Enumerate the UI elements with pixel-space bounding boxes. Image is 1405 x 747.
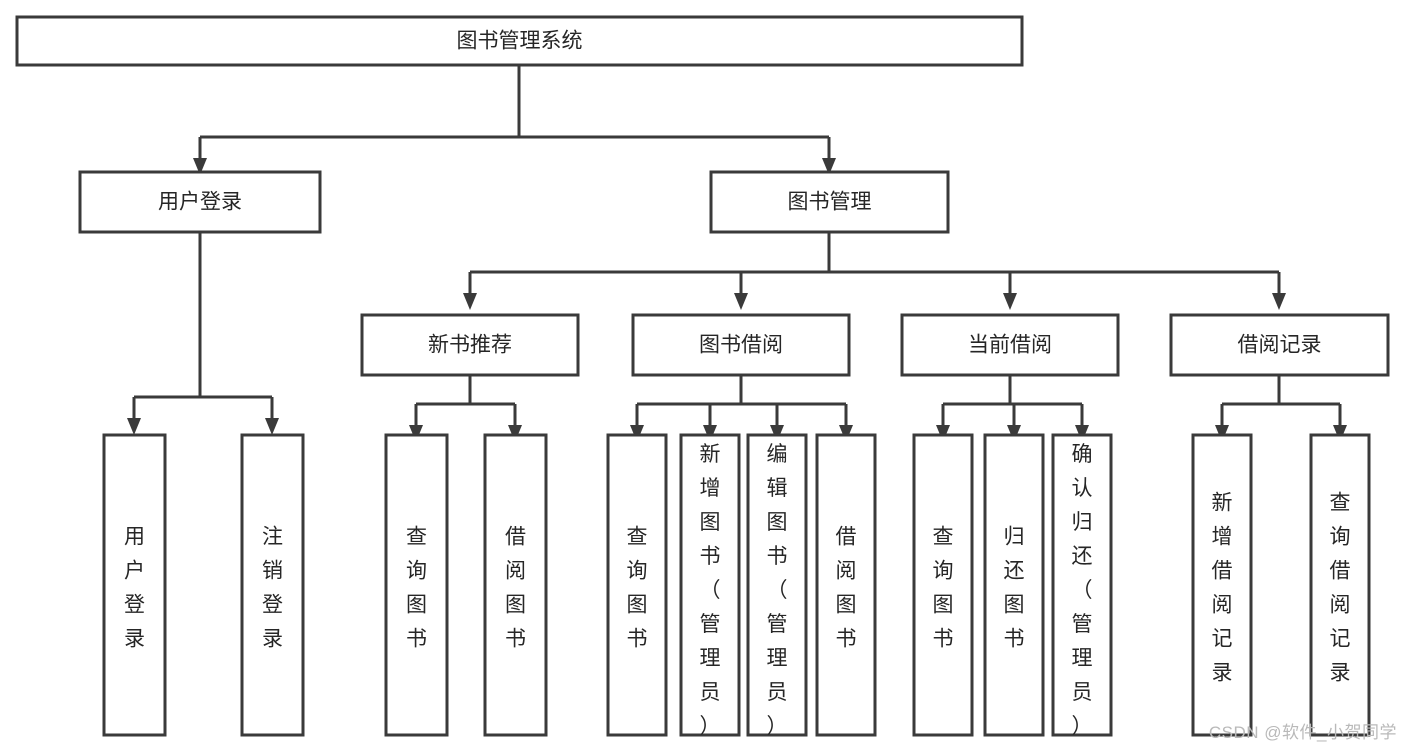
node-label-leaf-edit-book-admin: 编辑图书（管理员）: [767, 443, 788, 738]
connector-user-login: [127, 232, 279, 435]
node-box-leaf-add-borrow-record[interactable]: [1191, 433, 1253, 737]
node-label-user-login: 用户登录: [158, 191, 242, 214]
node-box-user-login[interactable]: [78, 170, 322, 234]
node-label-root: 图书管理系统: [457, 30, 583, 53]
node-box-leaf-query-book-3[interactable]: [912, 433, 974, 737]
node-new-book-recommend[interactable]: 新书推荐: [360, 313, 580, 377]
node-label-book-management: 图书管理: [788, 191, 872, 214]
node-box-new-book-recommend[interactable]: [360, 313, 580, 377]
node-label-leaf-add-borrow-record: 新增借阅记录: [1212, 492, 1233, 685]
node-leaf-edit-book-admin[interactable]: 编辑图书（管理员）: [746, 433, 808, 738]
node-leaf-user-login[interactable]: 用户登录: [102, 433, 167, 737]
connector-book-management: [463, 232, 1286, 310]
node-label-leaf-borrow-book-1: 借阅图书: [505, 526, 526, 651]
node-box-borrow-record[interactable]: [1169, 313, 1390, 377]
node-box-current-borrow[interactable]: [900, 313, 1120, 377]
node-leaf-borrow-book-2[interactable]: 借阅图书: [815, 433, 877, 737]
node-label-leaf-query-book-1: 查询图书: [406, 526, 427, 651]
node-label-leaf-query-borrow-record: 查询借阅记录: [1330, 492, 1351, 685]
node-root[interactable]: 图书管理系统: [15, 15, 1024, 67]
node-label-leaf-user-login: 用户登录: [124, 526, 145, 651]
node-label-leaf-return-book: 归还图书: [1004, 526, 1025, 651]
connector-borrow-record: [1215, 375, 1347, 442]
node-label-leaf-query-book-3: 查询图书: [933, 526, 954, 651]
node-label-book-borrow: 图书借阅: [699, 334, 783, 357]
node-leaf-logout-login[interactable]: 注销登录: [240, 433, 305, 737]
connector-new-book-recommend: [409, 375, 522, 442]
node-leaf-confirm-return-admin[interactable]: 确认归还（管理员）: [1051, 433, 1113, 738]
node-leaf-borrow-book-1[interactable]: 借阅图书: [483, 433, 548, 737]
node-box-leaf-edit-book-admin[interactable]: [746, 433, 808, 737]
node-leaf-query-book-3[interactable]: 查询图书: [912, 433, 974, 737]
node-leaf-query-borrow-record[interactable]: 查询借阅记录: [1309, 433, 1371, 737]
node-label-leaf-logout-login: 注销登录: [262, 526, 283, 651]
node-leaf-return-book[interactable]: 归还图书: [983, 433, 1045, 737]
node-label-leaf-query-book-2: 查询图书: [627, 526, 648, 651]
node-box-leaf-user-login[interactable]: [102, 433, 167, 737]
node-book-borrow[interactable]: 图书借阅: [631, 313, 851, 377]
node-box-root[interactable]: [15, 15, 1024, 67]
connector-current-borrow: [936, 375, 1089, 442]
node-box-leaf-query-borrow-record[interactable]: [1309, 433, 1371, 737]
nodes-layer: 图书管理系统用户登录图书管理新书推荐图书借阅当前借阅借阅记录用户登录注销登录查询…: [15, 15, 1390, 738]
node-label-leaf-confirm-return-admin: 确认归还（管理员）: [1072, 443, 1093, 738]
connectors-layer: [127, 65, 1347, 442]
node-current-borrow[interactable]: 当前借阅: [900, 313, 1120, 377]
node-box-leaf-query-book-1[interactable]: [384, 433, 449, 737]
connector-book-borrow: [630, 375, 853, 442]
node-box-book-management[interactable]: [709, 170, 950, 234]
connector-root: [193, 65, 836, 175]
node-box-leaf-query-book-2[interactable]: [606, 433, 668, 737]
node-label-current-borrow: 当前借阅: [968, 334, 1052, 357]
node-box-leaf-borrow-book-2[interactable]: [815, 433, 877, 737]
node-box-leaf-return-book[interactable]: [983, 433, 1045, 737]
node-label-borrow-record: 借阅记录: [1238, 334, 1322, 357]
node-box-leaf-logout-login[interactable]: [240, 433, 305, 737]
node-leaf-query-book-2[interactable]: 查询图书: [606, 433, 668, 737]
node-box-book-borrow[interactable]: [631, 313, 851, 377]
node-box-leaf-borrow-book-1[interactable]: [483, 433, 548, 737]
node-leaf-query-book-1[interactable]: 查询图书: [384, 433, 449, 737]
node-borrow-record[interactable]: 借阅记录: [1169, 313, 1390, 377]
node-book-management[interactable]: 图书管理: [709, 170, 950, 234]
node-label-leaf-borrow-book-2: 借阅图书: [836, 526, 857, 651]
node-label-new-book-recommend: 新书推荐: [428, 334, 512, 357]
node-leaf-add-borrow-record[interactable]: 新增借阅记录: [1191, 433, 1253, 737]
node-box-leaf-add-book-admin[interactable]: [679, 433, 741, 737]
node-user-login[interactable]: 用户登录: [78, 170, 322, 234]
node-leaf-add-book-admin[interactable]: 新增图书（管理员）: [679, 433, 741, 738]
node-box-leaf-confirm-return-admin[interactable]: [1051, 433, 1113, 737]
node-label-leaf-add-book-admin: 新增图书（管理员）: [700, 443, 721, 738]
